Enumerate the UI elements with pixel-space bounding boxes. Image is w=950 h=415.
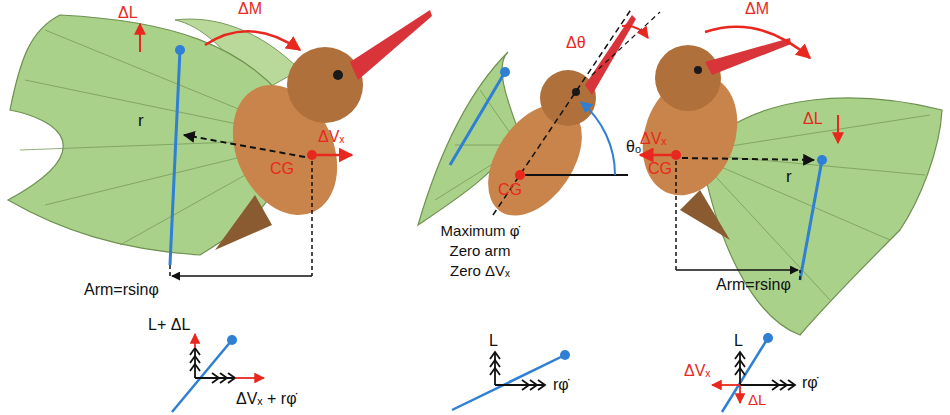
- arm-label: Arm=rsinφ: [716, 276, 791, 294]
- left-bird: [8, 10, 432, 276]
- vector-label: rφ̇: [553, 376, 569, 394]
- vector-label: ΔL: [748, 391, 766, 409]
- velocity-label: ΔVₓ: [318, 128, 345, 146]
- radius-label: r: [138, 112, 144, 130]
- angle-label: θₒ: [626, 138, 641, 156]
- middle-bird: [418, 8, 660, 233]
- radius-label: r: [786, 168, 792, 186]
- angle-label: Δθ: [566, 34, 586, 52]
- note-text: Zero ΔVₓ: [450, 262, 510, 280]
- vector-label: rφ̇: [802, 374, 818, 392]
- force-label: ΔL: [118, 4, 138, 22]
- vector-label: ΔVₓ + rφ̇: [236, 390, 297, 408]
- moment-label: ΔM: [238, 0, 262, 18]
- right-vector-diagram: [712, 333, 795, 412]
- cg-label: CG: [498, 181, 522, 199]
- vector-label: L: [489, 332, 498, 350]
- middle-vector-diagram: [452, 350, 570, 410]
- note-text: Zero arm: [450, 242, 511, 260]
- right-bird: [627, 27, 942, 335]
- vector-label: L+ ΔL: [148, 316, 190, 334]
- note-text: Maximum φ̇: [441, 222, 520, 240]
- vector-label: ΔVₓ: [684, 362, 711, 380]
- velocity-label: ΔVₓ: [640, 130, 667, 148]
- force-label: ΔL: [803, 110, 823, 128]
- cg-label: CG: [270, 160, 294, 178]
- moment-label: ΔM: [745, 0, 769, 18]
- arm-label: Arm=rsinφ: [84, 281, 159, 299]
- vector-label: L: [734, 332, 743, 350]
- cg-label: CG: [648, 160, 672, 178]
